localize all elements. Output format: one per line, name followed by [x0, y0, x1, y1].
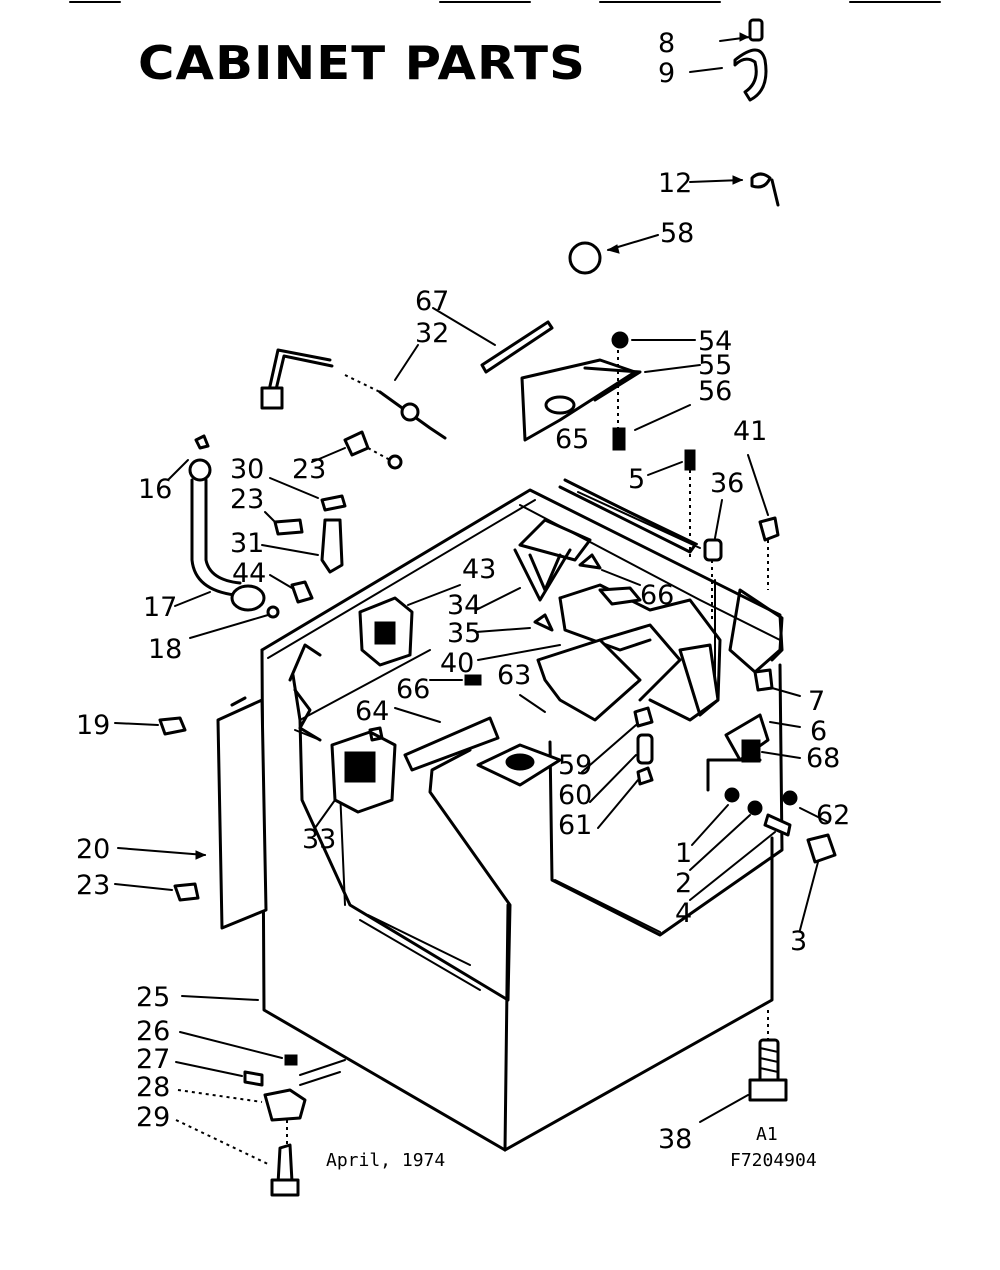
part-34-35-hook: [475, 548, 572, 633]
part-26-27-28-29: [175, 1031, 307, 1197]
callout-23c: 23: [76, 870, 111, 901]
callout-68: 68: [806, 743, 841, 774]
callout-44: 44: [232, 558, 267, 589]
part-33-switch: [293, 688, 397, 829]
callout-6: 6: [810, 716, 828, 747]
callout-23a: 23: [292, 454, 327, 485]
callout-3: 3: [790, 926, 808, 957]
part-5-screw: [647, 449, 696, 560]
callout-36: 36: [710, 468, 745, 499]
part-65-strip: [558, 478, 697, 554]
callout-16: 16: [138, 474, 173, 505]
callout-33: 33: [302, 824, 337, 855]
callout-65: 65: [555, 424, 590, 455]
part-12: [689, 172, 780, 207]
callout-54: 54: [698, 326, 733, 357]
callout-8: 8: [658, 28, 676, 59]
part-9-clamp: [689, 48, 768, 102]
callout-30: 30: [230, 454, 265, 485]
part-23-screw: [114, 882, 200, 902]
callout-1: 1: [675, 838, 693, 869]
callout-20: 20: [76, 834, 111, 865]
part-55-bracket: [520, 358, 701, 442]
callout-61: 61: [558, 810, 593, 841]
part-41-clip: [747, 454, 780, 590]
part-56-screw: [612, 350, 691, 451]
callout-43: 43: [462, 554, 497, 585]
callout-38: 38: [658, 1124, 693, 1155]
date-stamp: April, 1974: [326, 1150, 446, 1171]
part-66: [429, 553, 641, 686]
callout-66b: 66: [396, 674, 431, 705]
callout-9: 9: [658, 58, 676, 89]
callout-67: 67: [415, 286, 450, 317]
callout-40: 40: [440, 648, 475, 679]
part-36-grommet: [703, 499, 723, 620]
callout-28: 28: [136, 1072, 171, 1103]
callout-41: 41: [733, 416, 768, 447]
cabinet-body: [260, 483, 784, 1152]
callout-63: 63: [497, 660, 532, 691]
part-6-7-68: [706, 668, 801, 792]
part-1-2-3-4-62: [689, 787, 837, 931]
callout-26: 26: [136, 1016, 171, 1047]
part-38-leg: [699, 1010, 788, 1123]
part-67-bar: [432, 307, 554, 374]
callout-25: 25: [136, 982, 171, 1013]
callout-60: 60: [558, 780, 593, 811]
callout-55: 55: [698, 350, 733, 381]
part-number: F7204904: [730, 1150, 817, 1171]
callout-23b: 23: [230, 484, 265, 515]
revision-code: A1: [756, 1124, 778, 1145]
callout-32: 32: [415, 318, 450, 349]
callout-12: 12: [658, 168, 693, 199]
callout-66a: 66: [640, 580, 675, 611]
callout-5: 5: [628, 464, 646, 495]
part-19-screw: [114, 716, 187, 736]
callout-7: 7: [808, 686, 826, 717]
callout-31: 31: [230, 528, 265, 559]
callout-19: 19: [76, 710, 111, 741]
callout-62: 62: [816, 800, 851, 831]
part-23-30-31-44: [261, 430, 403, 604]
part-58-ring: [568, 234, 659, 275]
part-32-hose: [260, 344, 447, 440]
part-59-60-61: [581, 706, 654, 829]
part-16-17-18-hose: [167, 434, 280, 639]
callout-59: 59: [558, 750, 593, 781]
callout-2: 2: [675, 868, 693, 899]
part-8-screw: [719, 18, 764, 42]
callout-18: 18: [148, 634, 183, 665]
callout-34: 34: [447, 590, 482, 621]
callout-27: 27: [136, 1044, 171, 1075]
callout-64: 64: [355, 696, 390, 727]
part-64-strip: [394, 707, 500, 772]
page-title: CABINET PARTS: [138, 36, 586, 90]
callout-35: 35: [447, 618, 482, 649]
part-54-nut: [611, 331, 696, 349]
side-panel-20: [216, 698, 268, 930]
part-43-relay: [358, 584, 461, 667]
callout-29: 29: [136, 1102, 171, 1133]
callout-17: 17: [143, 592, 178, 623]
callout-58: 58: [660, 218, 695, 249]
callout-4: 4: [675, 898, 693, 929]
callout-56: 56: [698, 376, 733, 407]
